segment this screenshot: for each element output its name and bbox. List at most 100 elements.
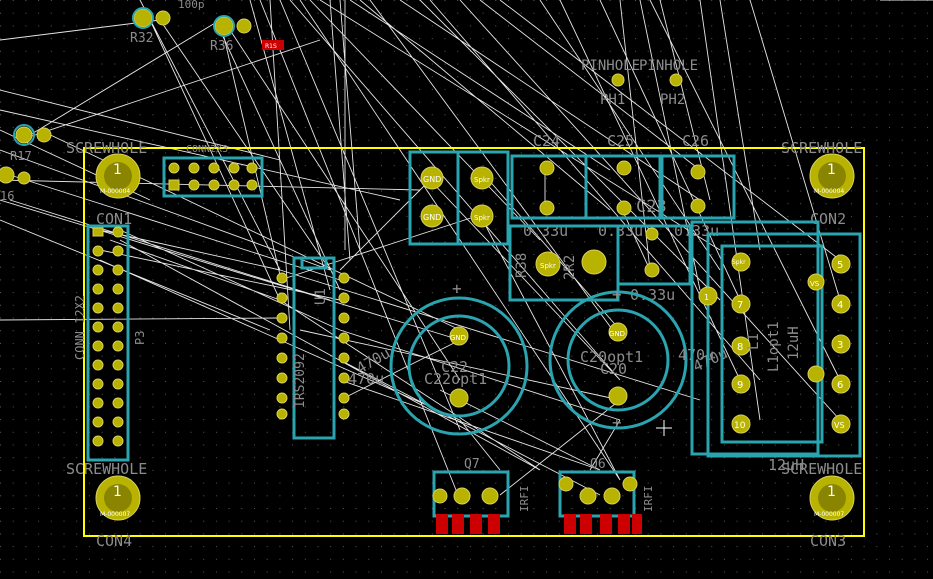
ref-ph1: PH1 (600, 92, 625, 108)
ref-c22: C22 (441, 358, 468, 376)
smd-resistor-label: R1S (265, 43, 277, 50)
pinhole-ph1[interactable]: PINHOLE PH1 (581, 58, 640, 108)
component-r36[interactable]: R36 R1S (210, 15, 284, 54)
header-conn2x3[interactable]: CONN2X3 (162, 144, 264, 198)
value-c22-a: 470u (348, 370, 384, 388)
hole-num-tr: 1 (827, 162, 836, 178)
ref-p3: P3 (133, 331, 147, 345)
ref-con3: CON3 (810, 532, 846, 550)
ref-con1: CON1 (96, 210, 132, 228)
value-c23: 0.33u (630, 286, 675, 304)
ref-c24: C24 (533, 132, 560, 150)
ref-pinhole-2: PINHOLE (639, 58, 698, 74)
ratsnest-lines (0, 0, 933, 501)
pad-10: 10 (734, 421, 746, 431)
smd-resistor (262, 40, 284, 50)
ref-l1opt1: L1opt1 (766, 321, 782, 372)
smd-pads-q6 (564, 514, 642, 534)
pad-8: 8 (737, 342, 743, 353)
ref-pinhole-1: PINHOLE (581, 58, 640, 74)
pad-7: 7 (737, 300, 743, 311)
terminal-gnd-block[interactable]: GND GND (408, 150, 460, 246)
pad-4: 4 (837, 300, 843, 311)
capacitor-c22[interactable]: GND C22opt1 C22 + 470u 470u (348, 279, 529, 436)
label-spkr-1: Spkr (474, 176, 490, 184)
ref-ph2: PH2 (660, 92, 685, 108)
resistor-r38[interactable]: Spkr R38 2R2 (508, 224, 620, 302)
header-conn2x3-pads (168, 162, 258, 191)
screwhole-con4[interactable]: 1 M-000007 SCREWHOLE CON4 (66, 460, 147, 550)
pad-6: 6 (837, 380, 843, 391)
value-r38: 2R2 (562, 255, 578, 280)
header-conn12x2-p3[interactable]: CONN 12X2 P3 (73, 224, 147, 462)
ref-irfi-q6: IRFI (642, 486, 655, 513)
ref-con2: CON2 (810, 210, 846, 228)
inductor-l1[interactable]: Spkr 7 8 9 10 1 5 4 3 6 VS VS L1opt1 L1 … (690, 220, 862, 474)
board-edge-outline (83, 147, 865, 537)
ref-r38: R38 (514, 253, 530, 278)
ref-r36: R36 (210, 39, 233, 54)
capacitor-c26[interactable]: C26 0.33u (660, 132, 736, 240)
value-c20-a: 470u (678, 346, 714, 364)
component-r16[interactable]: 16 (0, 166, 31, 203)
cursor-crosshair (656, 420, 672, 436)
ref-c20opt1: C20opt1 (580, 348, 643, 366)
ref-screwhole-tr: SCREWHOLE (781, 139, 862, 157)
pad-5: 5 (837, 260, 843, 271)
plus-c20-b: + (612, 413, 622, 432)
ref-100p: 100p (178, 0, 205, 11)
value-l1-b: 12uH (768, 456, 804, 474)
ic-u1-irs2092[interactable]: U1 IRS2092 (276, 256, 350, 440)
ref-q7: Q7 (464, 457, 480, 472)
ref-l1: L1 (746, 333, 762, 350)
transistor-q7[interactable]: Q7 IRFI (432, 457, 531, 534)
transistor-q6[interactable]: Q6 IRFI (558, 457, 655, 534)
screwhole-con1[interactable]: 1 M-000004 SCREWHOLE CON1 (66, 139, 147, 228)
ref-c20: C20 (600, 360, 627, 378)
capacitor-c25[interactable]: C25 0.33u C23 (584, 132, 667, 240)
label-gnd-c20: GND (609, 330, 625, 338)
label-gnd-1: GND (423, 175, 441, 184)
hole-val-tr: M-000004 (814, 188, 844, 195)
hole-val-br: M-000007 (814, 511, 844, 518)
screwhole-con3[interactable]: 1 M-000007 SCREWHOLE CON3 (781, 460, 862, 550)
hole-val-bl: M-000007 (100, 511, 130, 518)
ref-screwhole-bl: SCREWHOLE (66, 460, 147, 478)
label-vs-l1: VS (834, 421, 845, 430)
ref-screwhole-tl: SCREWHOLE (66, 139, 147, 157)
ref-c26: C26 (682, 132, 709, 150)
plus-c20: + (612, 285, 622, 304)
hole-num-tl: 1 (113, 162, 122, 178)
label-vs-l1-b: VS (810, 280, 820, 288)
ref-conn2x3: CONN2X3 (186, 144, 228, 155)
pad-1: 1 (704, 293, 709, 302)
label-spkr-r38: Spkr (540, 262, 556, 270)
label-spkr-l1: Spkr (732, 259, 746, 266)
ref-conn12x2: CONN 12X2 (73, 295, 87, 360)
hole-val-tl: M-000004 (100, 188, 130, 195)
label-spkr-2: Spkr (474, 214, 490, 222)
value-l1: 12uH (786, 326, 802, 360)
pinhole-ph2[interactable]: PINHOLE PH2 (639, 58, 698, 108)
hole-num-br: 1 (827, 484, 836, 500)
label-gnd-c22: GND (450, 334, 466, 342)
ref-irfi-q7: IRFI (518, 486, 531, 513)
header-conn12x2-pads (92, 226, 124, 447)
terminal-spkr-block[interactable]: Spkr Spkr (456, 150, 510, 246)
smd-pads-q7 (436, 514, 500, 534)
ref-r16: 16 (0, 189, 14, 203)
capacitor-c20[interactable]: GND C20opt1 C20 + + 470u 470u (548, 285, 730, 432)
component-r17[interactable]: R17 (10, 124, 52, 163)
label-gnd-2: GND (423, 213, 441, 222)
ic-u1-pads (276, 272, 350, 420)
hole-num-bl: 1 (113, 484, 122, 500)
ref-c22opt1: C22opt1 (424, 370, 487, 388)
ref-screwhole-br: SCREWHOLE (781, 460, 862, 478)
ref-c25: C25 (607, 132, 634, 150)
pad-3: 3 (837, 340, 843, 351)
component-r32[interactable]: R32 100p (130, 0, 205, 46)
ref-r32: R32 (130, 31, 153, 46)
ref-con4: CON4 (96, 532, 132, 550)
